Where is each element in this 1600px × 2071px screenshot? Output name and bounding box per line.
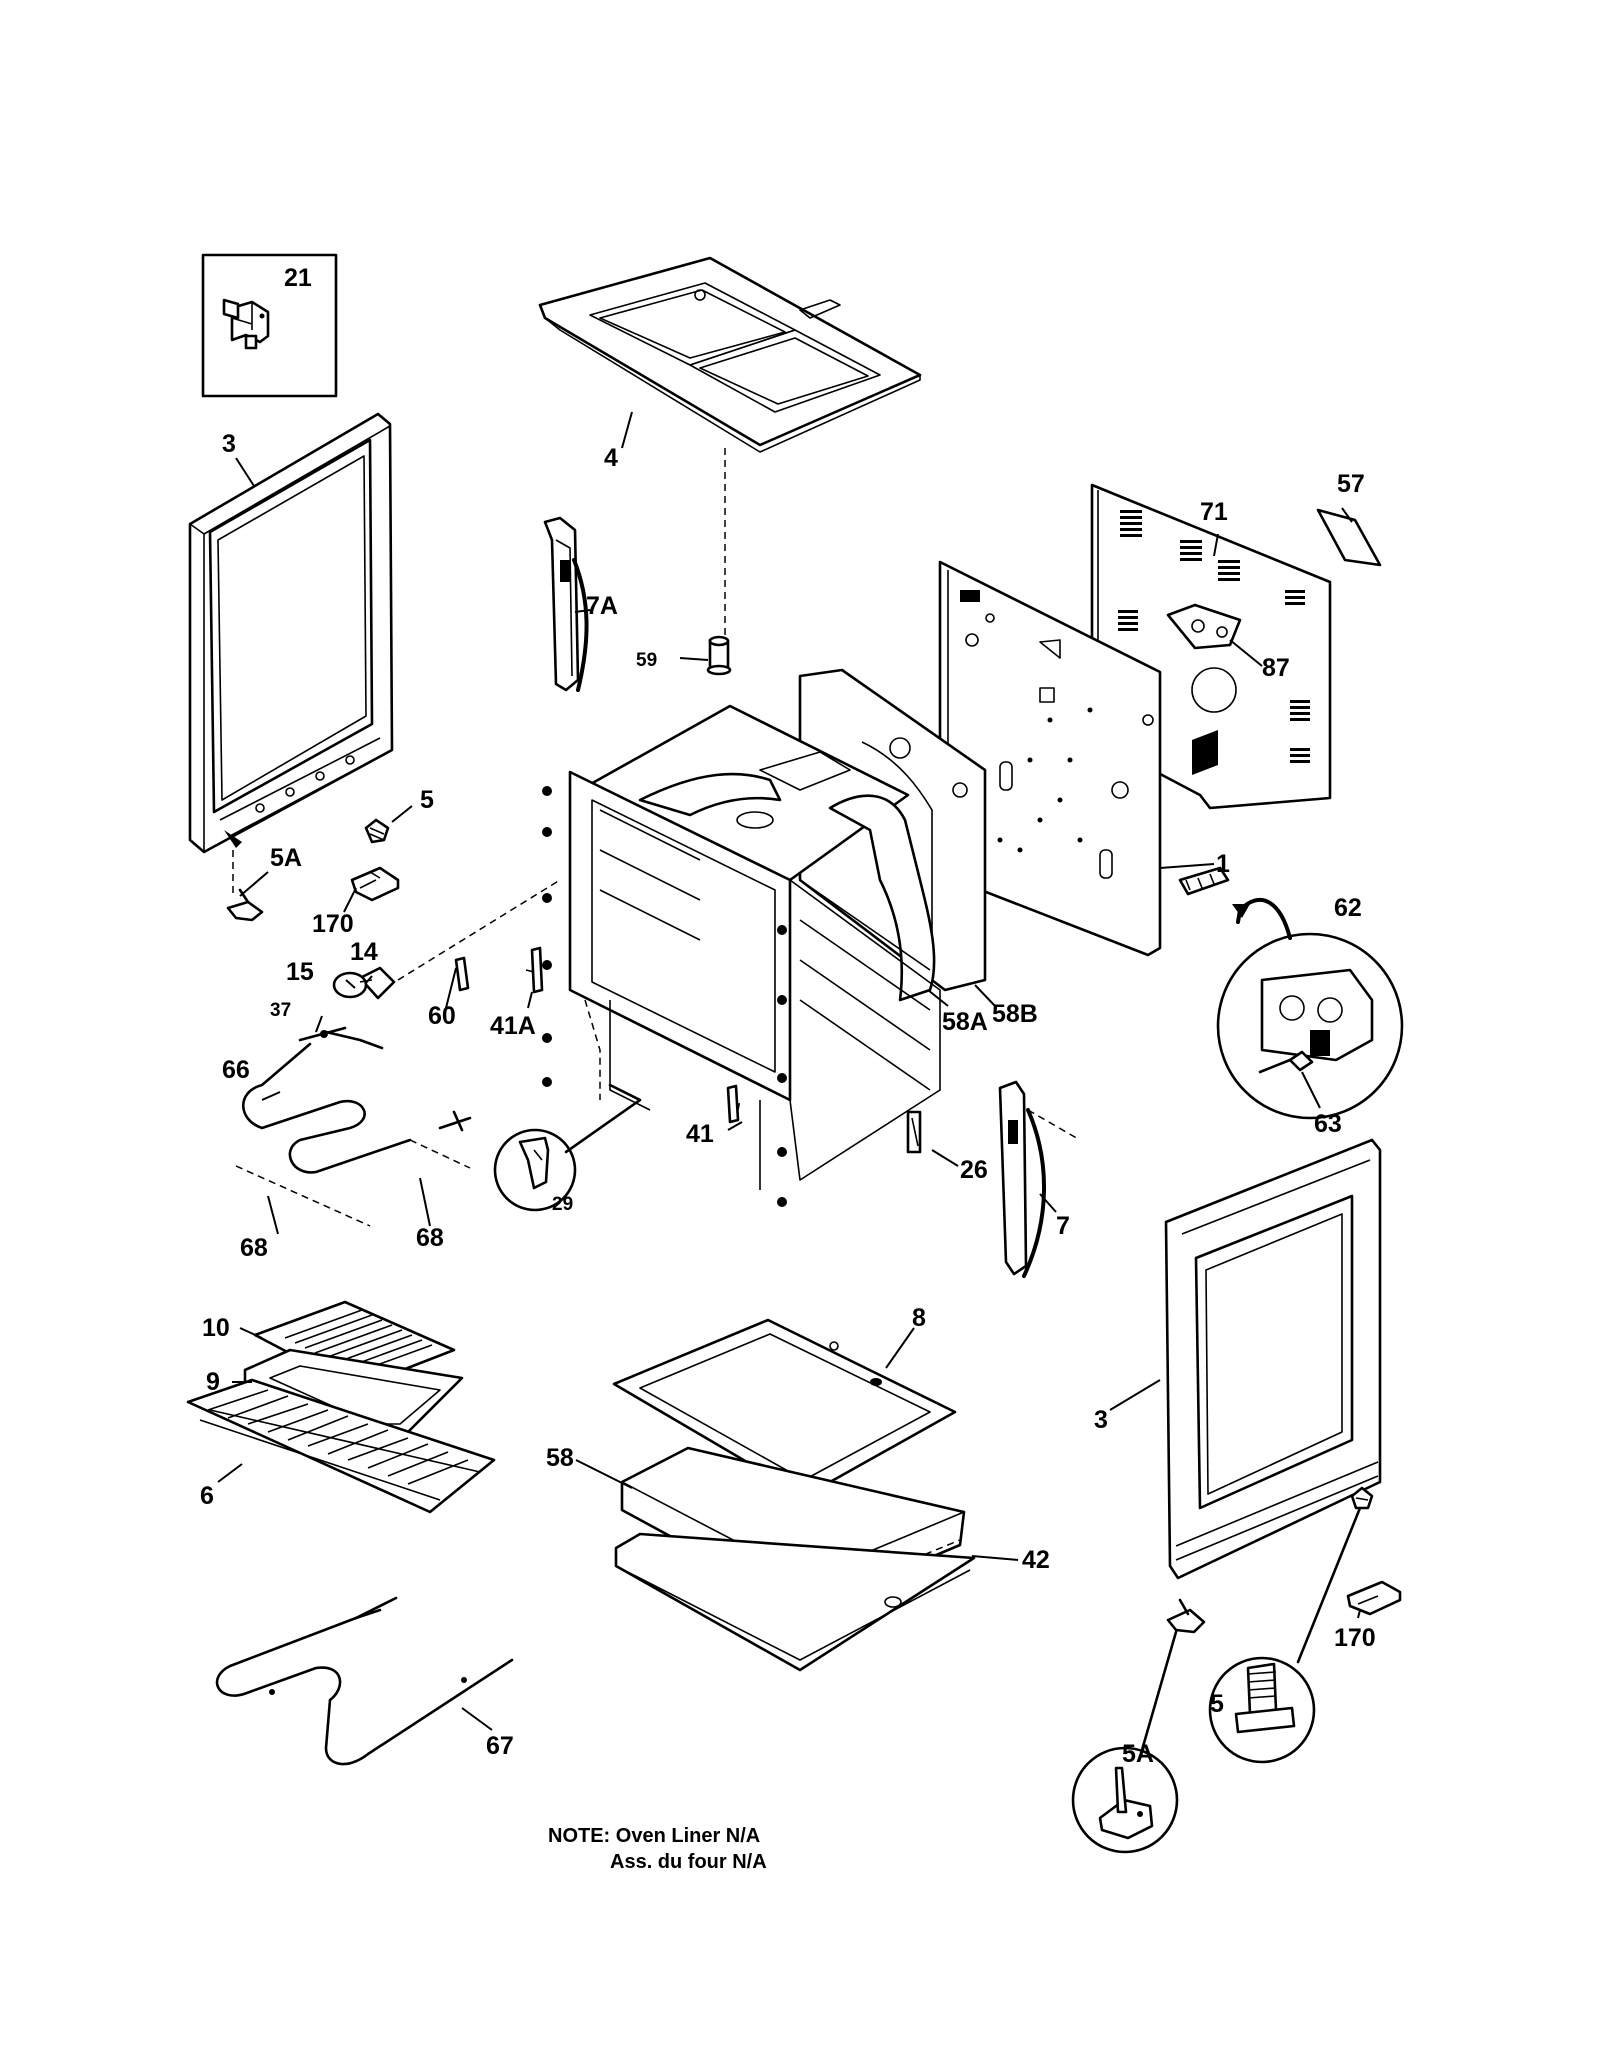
label-59: 59 — [636, 650, 657, 671]
label-62: 62 — [1334, 894, 1362, 922]
label-71: 71 — [1200, 498, 1228, 526]
label-37: 37 — [270, 1000, 291, 1021]
part-41 — [726, 1084, 740, 1124]
label-57: 57 — [1337, 470, 1365, 498]
label-170-left: 170 — [312, 910, 354, 938]
label-67: 67 — [486, 1732, 514, 1760]
light-bulb-15-part — [332, 971, 373, 999]
label-14: 14 — [350, 938, 378, 966]
right-door-part — [1164, 1138, 1382, 1580]
label-68-left: 68 — [240, 1234, 268, 1262]
left-door-part — [188, 412, 394, 854]
bracket-5a-left-part — [226, 888, 264, 922]
broil-element-66-part — [242, 1030, 472, 1174]
label-5a-left: 5A — [270, 844, 302, 872]
hinge-7-part — [998, 1080, 1081, 1278]
label-170-right: 170 — [1334, 1624, 1376, 1652]
back-panel-1-part — [938, 560, 1162, 957]
part-37 — [298, 1026, 347, 1042]
hinge-7a-part — [543, 516, 589, 692]
bake-element-67-part — [215, 1596, 514, 1766]
label-42: 42 — [1022, 1546, 1050, 1574]
label-58a: 58A — [942, 1008, 988, 1036]
label-66: 66 — [222, 1056, 250, 1084]
plate-87-part — [1166, 603, 1242, 650]
label-87: 87 — [1262, 654, 1290, 682]
bottom-panel-42-part — [614, 1532, 976, 1672]
label-7a: 7A — [586, 592, 618, 620]
label-5a-right: 5A — [1122, 1740, 1154, 1768]
label-4: 4 — [604, 444, 618, 472]
foot-5-left-part — [364, 818, 390, 844]
label-58: 58 — [546, 1444, 574, 1472]
label-6: 6 — [200, 1482, 214, 1510]
foot-5-right-part — [1350, 1486, 1374, 1510]
note-line-1: NOTE: Oven Liner N/A — [548, 1825, 760, 1847]
label-68-right: 68 — [416, 1224, 444, 1252]
label-3-left: 3 — [222, 430, 236, 458]
label-9: 9 — [206, 1368, 220, 1396]
part-41a — [525, 946, 544, 994]
label-plate-57-part — [1316, 508, 1382, 567]
label-58b: 58B — [992, 1000, 1038, 1028]
top-panel-part — [538, 256, 922, 453]
part-21-inset — [201, 253, 338, 398]
foot-5-detail-callout — [1208, 1506, 1362, 1764]
label-15: 15 — [286, 958, 314, 986]
label-41a: 41A — [490, 1012, 536, 1040]
label-7: 7 — [1056, 1212, 1070, 1240]
label-21: 21 — [284, 264, 312, 292]
label-41: 41 — [686, 1120, 714, 1148]
label-8: 8 — [912, 1304, 926, 1332]
terminal-block-62-callout — [1216, 932, 1404, 1120]
bracket-170-left-part — [350, 866, 400, 902]
part-26 — [906, 1110, 922, 1154]
bracket-170-right-part — [1346, 1580, 1402, 1616]
label-1: 1 — [1216, 850, 1230, 878]
bracket-5a-right-part — [1166, 1598, 1206, 1634]
label-60: 60 — [428, 1002, 456, 1030]
oven-rack-6-part — [186, 1378, 496, 1514]
label-26: 26 — [960, 1156, 988, 1184]
oven-bottom-8-part — [612, 1318, 957, 1498]
detail-29-callout — [493, 1083, 642, 1212]
bracket-5a-detail-callout — [1071, 1630, 1179, 1854]
light-socket-14-part — [358, 966, 396, 1000]
note-line-2: Ass. du four N/A — [610, 1851, 767, 1873]
label-29: 29 — [552, 1194, 573, 1215]
terminal-block-small-part — [1178, 866, 1230, 896]
label-3-right: 3 — [1094, 1406, 1108, 1434]
oven-cabinet-part — [542, 668, 987, 1207]
label-63: 63 — [1314, 1110, 1342, 1138]
part-60 — [454, 956, 470, 992]
label-5-right: 5 — [1210, 1690, 1224, 1718]
part-59 — [706, 635, 732, 676]
label-5-left: 5 — [420, 786, 434, 814]
label-10: 10 — [202, 1314, 230, 1342]
